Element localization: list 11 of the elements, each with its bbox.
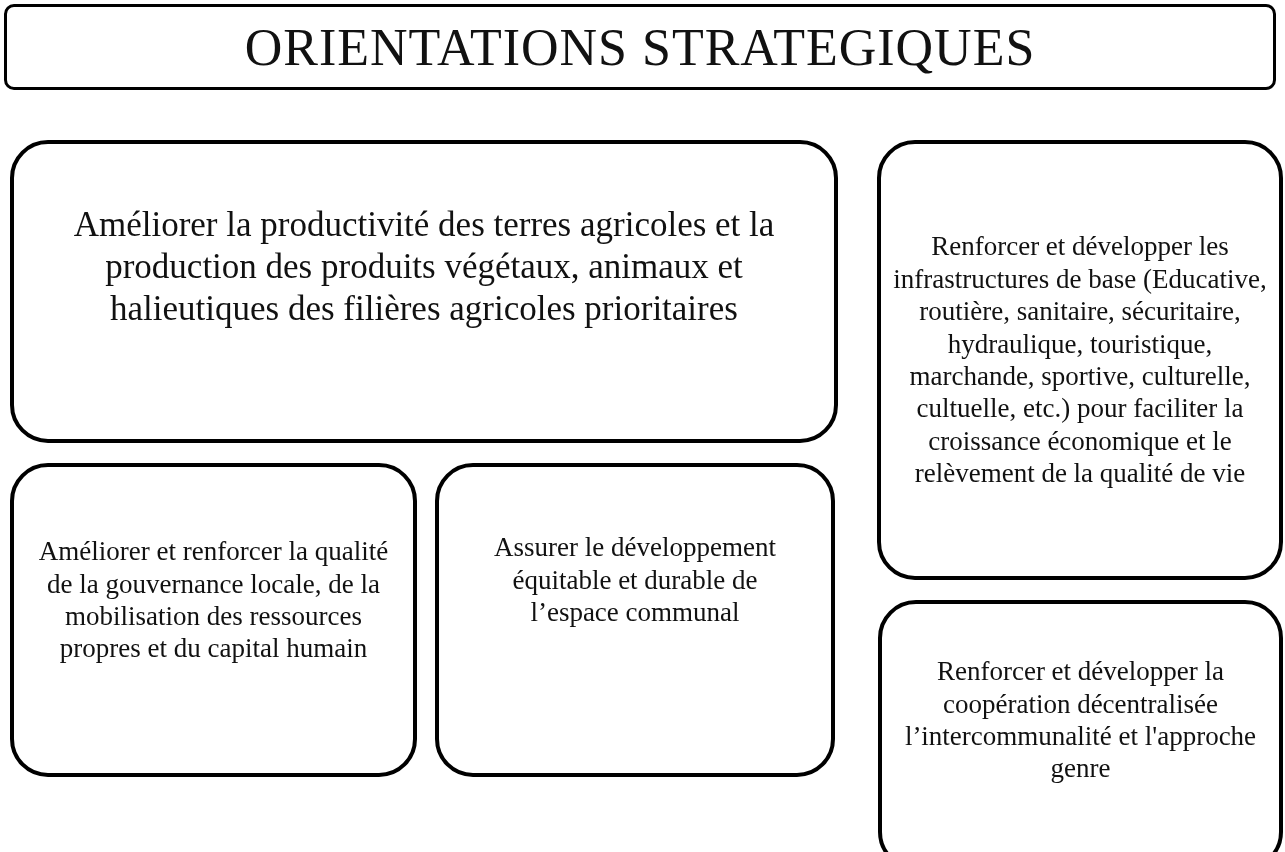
- title: ORIENTATIONS STRATEGIQUES: [244, 17, 1036, 77]
- rounded-box: [877, 140, 1283, 580]
- rounded-box: [878, 600, 1283, 852]
- rounded-box: [10, 463, 417, 777]
- box-text: Améliorer et renforcer la qualité de la gouvernance locale, de la mobilisation des ressources propres et du capital humain: [37, 535, 390, 665]
- rounded-box: [10, 140, 838, 443]
- box-text: Assurer le développement équitable et durable de l’espace communal: [493, 531, 777, 629]
- box-text: Renforcer et développer les infrastructures de base (Educative, routière, sanitaire, sécuritaire, hydraulique, touristique, marchande, sportive, culturelle, cultuelle, etc.) pour faciliter la croissance économique et le relèvement de la qualité de vie: [893, 230, 1267, 490]
- box-text: Améliorer la productivité des terres agricoles et la production des produits végétaux, animaux et halieutiques des filières agricoles prioritaires: [72, 203, 776, 330]
- rounded-box: [435, 463, 835, 777]
- box-text: Renforcer et développer la coopération décentralisée l’intercommunalité et l'approche genre: [903, 655, 1258, 785]
